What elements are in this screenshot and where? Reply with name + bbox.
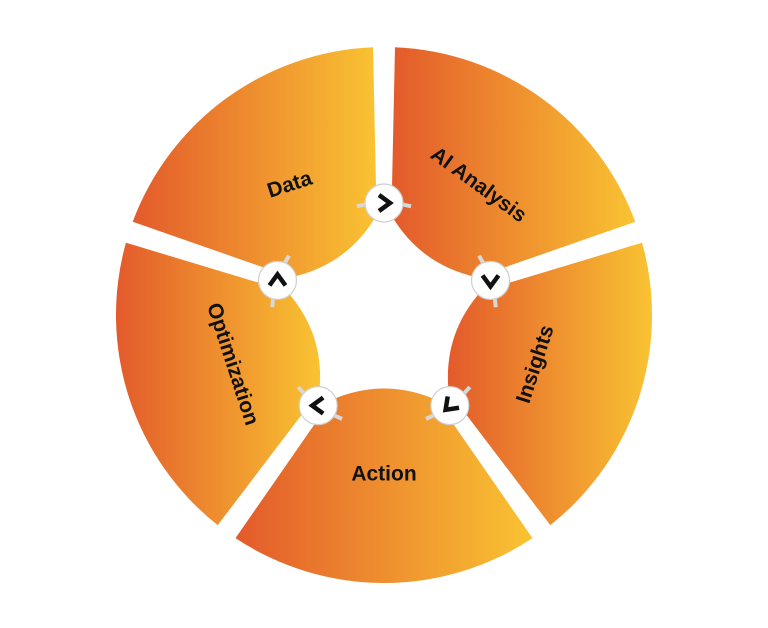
- arrow-disc: [364, 183, 404, 223]
- chevron-right-icon: [377, 193, 394, 213]
- chevron-left-icon: [308, 395, 325, 416]
- arrow-disc: [430, 386, 470, 426]
- stage-segment-optimization: [115, 242, 321, 526]
- arrow-node: [364, 183, 404, 223]
- chevron-up-icon: [267, 270, 288, 287]
- arrow-disc: [298, 386, 338, 426]
- arrow-disc: [257, 260, 298, 300]
- stage-label-action: Action: [351, 463, 416, 486]
- stage-segment-ai-analysis: [391, 47, 636, 278]
- stage-segment-insights: [447, 242, 652, 526]
- arrow-node: [298, 386, 338, 426]
- arrows-layer: [257, 183, 511, 426]
- segments-layer: [115, 47, 652, 583]
- arrow-node: [470, 260, 511, 300]
- chevron-down-left-icon: [442, 396, 460, 413]
- chevron-down-icon: [480, 274, 501, 291]
- arrow-node: [430, 386, 470, 426]
- arrow-node: [257, 260, 298, 300]
- stage-segment-data: [132, 47, 377, 278]
- arrow-disc: [470, 260, 511, 300]
- stage-segment-action: [235, 388, 533, 583]
